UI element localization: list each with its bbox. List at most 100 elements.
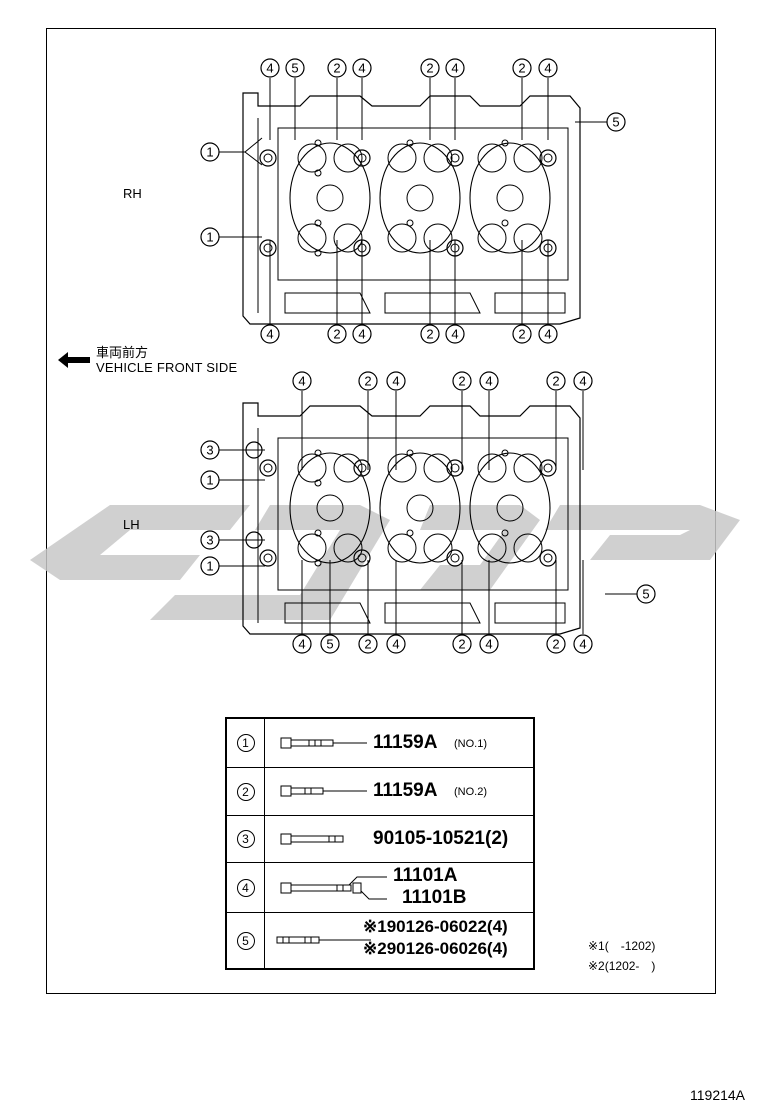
ref-number: 5 xyxy=(236,931,255,950)
valve xyxy=(333,453,363,483)
bolt-hole-inner xyxy=(450,463,460,473)
parts-row-4: 4 11101A 11101B xyxy=(227,863,533,913)
callout-4: 4 xyxy=(386,634,406,654)
bolt-hole xyxy=(353,549,371,567)
water-jacket xyxy=(384,292,481,314)
small-hole xyxy=(314,529,322,537)
cylinder-bore xyxy=(379,142,461,254)
small-hole xyxy=(314,169,322,177)
valve xyxy=(297,143,327,173)
valve xyxy=(387,533,417,563)
callout-4: 4 xyxy=(479,634,499,654)
valve xyxy=(477,453,507,483)
stud-bolt-icon xyxy=(276,936,371,944)
svg-text:2: 2 xyxy=(333,61,340,76)
front-label-en: VEHICLE FRONT SIDE xyxy=(96,360,238,375)
cylinder-bore xyxy=(469,142,551,254)
bolt-hole-inner xyxy=(450,553,460,563)
bolt-hole xyxy=(259,239,277,257)
bolt-hole-inner xyxy=(263,553,273,563)
valve xyxy=(297,453,327,483)
valve xyxy=(333,533,363,563)
callout-4: 4 xyxy=(573,371,593,391)
svg-text:2: 2 xyxy=(518,61,525,76)
callout-2: 2 xyxy=(327,58,347,78)
svg-text:4: 4 xyxy=(266,327,273,342)
head-deck xyxy=(277,437,569,591)
callout-3: 3 xyxy=(200,440,220,460)
callout-2: 2 xyxy=(512,324,532,344)
svg-text:4: 4 xyxy=(358,61,365,76)
svg-text:5: 5 xyxy=(612,115,619,130)
bolt-hole xyxy=(259,459,277,477)
svg-text:2: 2 xyxy=(552,374,559,389)
callout-4: 4 xyxy=(573,634,593,654)
cylinder-bore xyxy=(289,142,371,254)
bolt-icon xyxy=(280,737,367,749)
part-note: (NO.2) xyxy=(454,786,487,798)
svg-text:2: 2 xyxy=(518,327,525,342)
callout-4: 4 xyxy=(352,324,372,344)
callout-5: 5 xyxy=(285,58,305,78)
small-hole xyxy=(314,219,322,227)
spark-plug-hole xyxy=(496,494,524,522)
svg-text:2: 2 xyxy=(458,374,465,389)
parts-table: 1 11159A (NO.1) 2 11159A (NO.2) 3 90105-… xyxy=(225,717,535,970)
callout-4: 4 xyxy=(386,371,406,391)
svg-text:1: 1 xyxy=(206,230,213,245)
parts-row-3: 3 90105-10521(2) xyxy=(227,816,533,863)
small-hole xyxy=(406,529,414,537)
svg-text:4: 4 xyxy=(485,637,492,652)
callout-4: 4 xyxy=(260,58,280,78)
front-arrow-icon xyxy=(58,352,90,368)
bolt-icon xyxy=(280,785,367,797)
valve xyxy=(423,143,453,173)
spark-plug-hole xyxy=(406,184,434,212)
valve xyxy=(477,143,507,173)
bolt-hole-inner xyxy=(450,153,460,163)
head-deck xyxy=(277,127,569,281)
callout-2: 2 xyxy=(358,634,378,654)
bolt-hole-inner xyxy=(263,153,273,163)
callout-1: 1 xyxy=(200,227,220,247)
part-note: (NO.1) xyxy=(454,738,487,750)
callout-1: 1 xyxy=(200,556,220,576)
svg-text:5: 5 xyxy=(326,637,333,652)
svg-text:4: 4 xyxy=(544,327,551,342)
bolt-hole xyxy=(259,149,277,167)
svg-text:1: 1 xyxy=(206,145,213,160)
callout-1: 1 xyxy=(200,470,220,490)
valve xyxy=(297,533,327,563)
water-jacket xyxy=(494,602,566,624)
svg-text:2: 2 xyxy=(458,637,465,652)
dowel-hole xyxy=(245,531,263,549)
bolt-icon xyxy=(280,876,387,900)
illustration-number: 119214A xyxy=(690,1087,746,1103)
bolt-hole-inner xyxy=(263,243,273,253)
water-jacket xyxy=(284,292,371,314)
svg-text:4: 4 xyxy=(358,327,365,342)
svg-text:4: 4 xyxy=(298,374,305,389)
callout-4: 4 xyxy=(445,324,465,344)
valve xyxy=(333,143,363,173)
bolt-hole xyxy=(446,549,464,567)
valve xyxy=(297,223,327,253)
valve xyxy=(333,223,363,253)
svg-text:4: 4 xyxy=(451,61,458,76)
water-jacket xyxy=(284,602,371,624)
callout-4: 4 xyxy=(479,371,499,391)
bolt-hole-inner xyxy=(263,463,273,473)
callout-4: 4 xyxy=(260,324,280,344)
svg-text:4: 4 xyxy=(485,374,492,389)
svg-text:4: 4 xyxy=(298,637,305,652)
svg-text:1: 1 xyxy=(206,473,213,488)
valve xyxy=(387,223,417,253)
valve xyxy=(513,533,543,563)
part-code: ※190126-06022(4) xyxy=(363,917,508,936)
callout-4: 4 xyxy=(292,371,312,391)
spark-plug-hole xyxy=(316,184,344,212)
bolt-hole-inner xyxy=(543,553,553,563)
callout-4: 4 xyxy=(292,634,312,654)
